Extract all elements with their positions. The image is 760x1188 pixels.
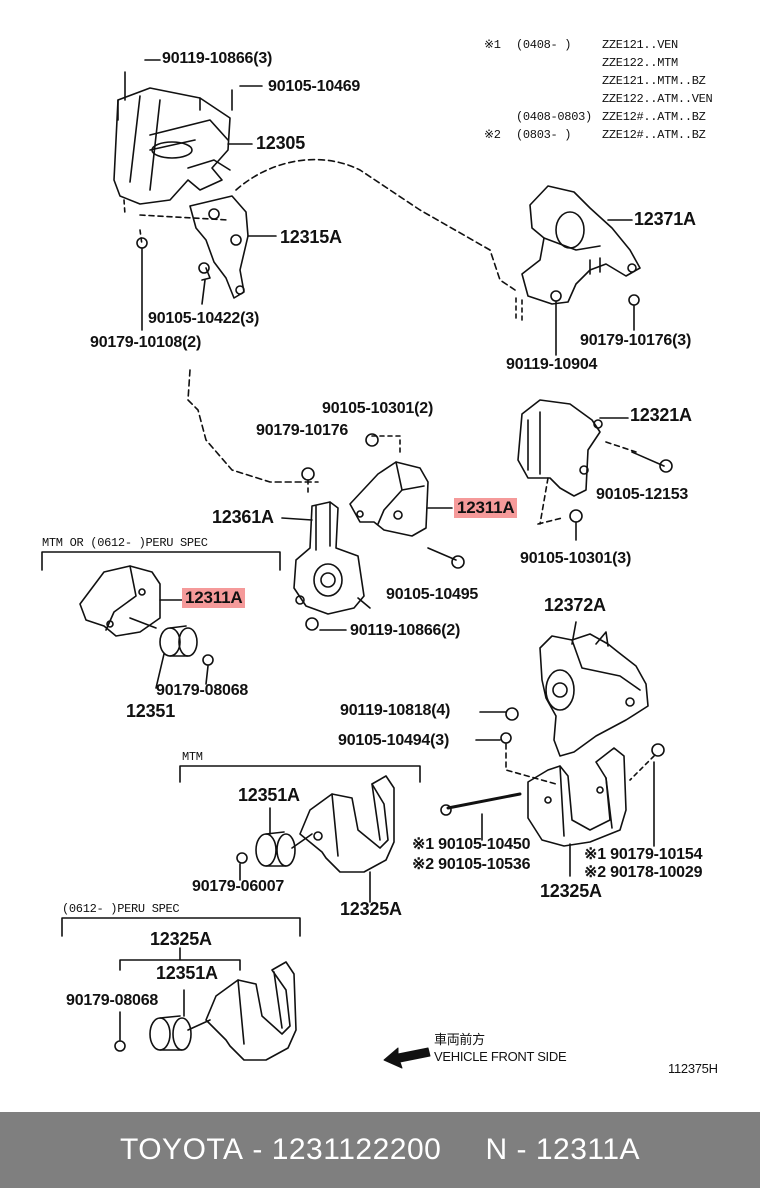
label-90179-06007[interactable]: 90179-06007: [192, 878, 285, 895]
bracket-12325A-main-drawing: [527, 747, 627, 847]
label-90179-10154[interactable]: ※1 90179-10154: [584, 846, 703, 863]
label-90105-10536[interactable]: ※2 90105-10536: [412, 856, 531, 873]
label-12315A[interactable]: 12315A: [280, 227, 342, 247]
vehicle-front-side: VEHICLE FRONT SIDE: [434, 1049, 567, 1064]
label-90119-10866-3[interactable]: 90119-10866(3): [162, 50, 273, 67]
label-12311A-main[interactable]: 12311A: [454, 498, 518, 518]
label-90179-08068[interactable]: 90179-08068: [156, 682, 249, 699]
parts-diagram: ※1 (0408- ) ZZE121..VEN ZZE122..MTM ZZE1…: [41, 38, 719, 1076]
label-90178-10029[interactable]: ※2 90178-10029: [584, 864, 703, 881]
drawing-number: 112375H: [668, 1061, 718, 1076]
label-12351[interactable]: 12351: [126, 701, 176, 721]
footer-separator-1: -: [243, 1133, 272, 1166]
note-2-range: (0803- ): [516, 128, 572, 142]
label-90179-08068-peru[interactable]: 90179-08068: [66, 992, 159, 1009]
label-90105-10494-3[interactable]: 90105-10494(3): [338, 732, 450, 749]
bracket-12325A-peru-drawing: [205, 961, 297, 1061]
footer-ref: N: [485, 1133, 508, 1166]
bushing-12351A-mtm-drawing: [255, 831, 296, 867]
label-12311A-alt[interactable]: 12311A: [182, 588, 246, 608]
note-1-mark: ※1: [484, 38, 501, 52]
note-1b-model: ZZE12#..ATM..BZ: [602, 110, 706, 124]
engine-mount-12371A-drawing: [521, 185, 641, 305]
note-1b-range: (0408-0803): [516, 110, 592, 124]
note-1-model-1: ZZE121..VEN: [602, 38, 678, 52]
label-90105-10450[interactable]: ※1 90105-10450: [412, 836, 531, 853]
label-90105-10301-2[interactable]: 90105-10301(2): [322, 400, 434, 417]
bracket-12315A-drawing: [189, 195, 277, 299]
group-peru-spec: (0612- )PERU SPEC: [62, 902, 180, 916]
footer-text-row: TOYOTA - 1231122200 N - 12311A: [0, 1112, 760, 1188]
bracket-12325A-mtm-drawing: [299, 775, 395, 873]
label-12351A-mtm[interactable]: 12351A: [238, 785, 300, 805]
part-footer-bar: TOYOTA - 1231122200 N - 12311A: [0, 1112, 760, 1188]
insulator-12311A-alt-drawing: [79, 565, 161, 637]
label-12361A[interactable]: 12361A: [212, 507, 274, 527]
note-2-mark: ※2: [484, 128, 501, 142]
bushing-12351A-peru-drawing: [149, 1015, 192, 1051]
label-12325A-peru[interactable]: 12325A: [150, 929, 212, 949]
footer-part-code[interactable]: 12311A: [535, 1133, 641, 1166]
bracket-12321A-drawing: [517, 399, 603, 497]
footer-separator-2: -: [507, 1133, 536, 1166]
note-2-model: ZZE12#..ATM..BZ: [602, 128, 706, 142]
label-12305[interactable]: 12305: [256, 133, 306, 153]
bushing-12351-drawing: [159, 625, 198, 657]
label-90179-10108-2[interactable]: 90179-10108(2): [90, 334, 202, 351]
label-90119-10818-4[interactable]: 90119-10818(4): [340, 702, 451, 719]
vehicle-front-jp: 車両前方: [434, 1033, 485, 1048]
group-mtm-or-peru-spec: MTM OR (0612- )PERU SPEC: [42, 536, 208, 550]
label-12372A[interactable]: 12372A: [544, 595, 606, 615]
label-90105-10469[interactable]: 90105-10469: [268, 78, 361, 95]
label-12321A[interactable]: 12321A: [630, 405, 692, 425]
label-12371A[interactable]: 12371A: [634, 209, 696, 229]
note-1-model-3: ZZE121..MTM..BZ: [602, 74, 706, 88]
footer-brand: TOYOTA: [119, 1133, 244, 1166]
label-90105-10301-3[interactable]: 90105-10301(3): [520, 550, 632, 567]
footer-gap: [441, 1133, 485, 1167]
label-12351A-peru[interactable]: 12351A: [156, 963, 218, 983]
label-90105-12153[interactable]: 90105-12153: [596, 486, 689, 503]
label-90105-10495[interactable]: 90105-10495: [386, 586, 479, 603]
label-90179-10176[interactable]: 90179-10176: [256, 422, 349, 439]
label-12325A-main[interactable]: 12325A: [540, 881, 602, 901]
insulator-12311A-drawing: [349, 461, 429, 537]
label-90119-10904[interactable]: 90119-10904: [506, 356, 598, 373]
label-90179-10176-3[interactable]: 90179-10176(3): [580, 332, 692, 349]
note-1-model-4: ZZE122..ATM..VEN: [602, 92, 713, 106]
group-mtm: MTM: [182, 750, 203, 764]
note-1-model-2: ZZE122..MTM: [602, 56, 678, 70]
label-90105-10422-3[interactable]: 90105-10422(3): [148, 310, 260, 327]
mount-12372A-drawing: [539, 631, 649, 757]
diagram-drawing: [41, 59, 673, 1069]
engine-mount-12305-drawing: [113, 71, 233, 205]
mount-12361A-drawing: [293, 501, 371, 615]
label-90119-10866-2[interactable]: 90119-10866(2): [350, 622, 461, 639]
note-1-range: (0408- ): [516, 38, 572, 52]
label-12325A-mtm[interactable]: 12325A: [340, 899, 402, 919]
footer-part-number[interactable]: 1231122200: [271, 1133, 442, 1166]
